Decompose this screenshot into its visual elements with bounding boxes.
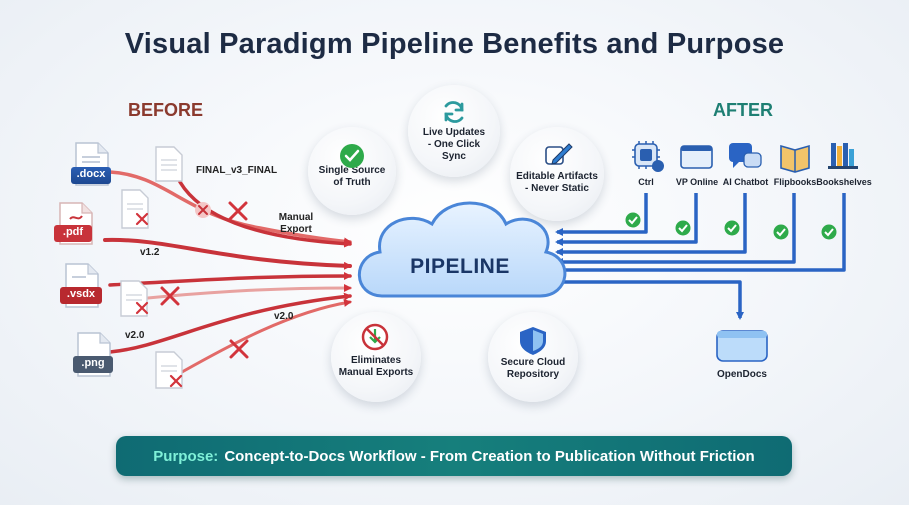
v12-annotation: v1.2	[140, 247, 160, 258]
arrow-bottom	[180, 299, 352, 374]
arrow-pdf	[103, 237, 352, 270]
x-marks	[160, 201, 249, 359]
arrow-png	[108, 292, 352, 354]
vsdx-file-icon	[60, 263, 102, 308]
target-label-bookshelves: Bookshelves	[816, 177, 872, 187]
purpose-text: Concept-to-Docs Workflow - From Creation…	[224, 447, 755, 465]
opendocs-label: OpenDocs	[716, 369, 767, 380]
arrow-final	[178, 180, 352, 248]
pdf-label: .pdf	[62, 226, 84, 238]
edit-icon	[545, 143, 573, 165]
after-label: AFTER	[713, 100, 773, 120]
before-arrows	[103, 170, 352, 374]
docx-file-icon	[71, 142, 111, 186]
export-annotation: Export	[280, 224, 312, 235]
pipeline-cloud	[357, 201, 567, 298]
sync-icon	[444, 101, 464, 123]
chat-ai-icon	[729, 143, 762, 168]
v20-left-annotation: v2.0	[125, 330, 145, 341]
target-label-flipbooks: Flipbooks	[773, 177, 817, 187]
png-label: .png	[81, 357, 105, 369]
browser-window-icon	[680, 145, 713, 169]
bookshelf-icon	[828, 143, 858, 169]
ai-chip-icon	[632, 141, 664, 172]
check-circle-icon	[340, 144, 364, 168]
v20-right-annotation: v2.0	[274, 311, 294, 322]
target-label-vp-online: VP Online	[675, 177, 719, 187]
purpose-banner: Purpose: Concept-to-Docs Workflow - From…	[116, 436, 792, 476]
before-label: BEFORE	[128, 100, 204, 120]
after-arrows	[555, 193, 846, 320]
opendocs-box	[716, 330, 768, 362]
vsdx-label: .vsdx	[66, 288, 96, 300]
no-download-icon	[361, 323, 389, 351]
target-label-ctrl: Ctrl	[638, 177, 654, 187]
arrow-vsdx	[108, 272, 352, 287]
purpose-lead: Purpose:	[153, 447, 219, 465]
png-file-icon	[73, 332, 113, 377]
page-title: Visual Paradigm Pipeline Benefits and Pu…	[124, 28, 785, 60]
pipeline-label: PIPELINE	[410, 255, 510, 278]
flipbook-icon	[780, 144, 810, 173]
x-circle-icon	[195, 202, 211, 218]
manual-annotation: Manual	[278, 212, 314, 223]
shield-icon	[520, 327, 546, 355]
final-annotation: FINAL_v3_FINAL	[196, 165, 278, 176]
target-label-ai-chatbot: AI Chatbot	[722, 177, 769, 187]
pdf-file-icon	[54, 202, 93, 245]
check-marks	[625, 212, 837, 240]
docx-label: .docx	[76, 168, 106, 180]
